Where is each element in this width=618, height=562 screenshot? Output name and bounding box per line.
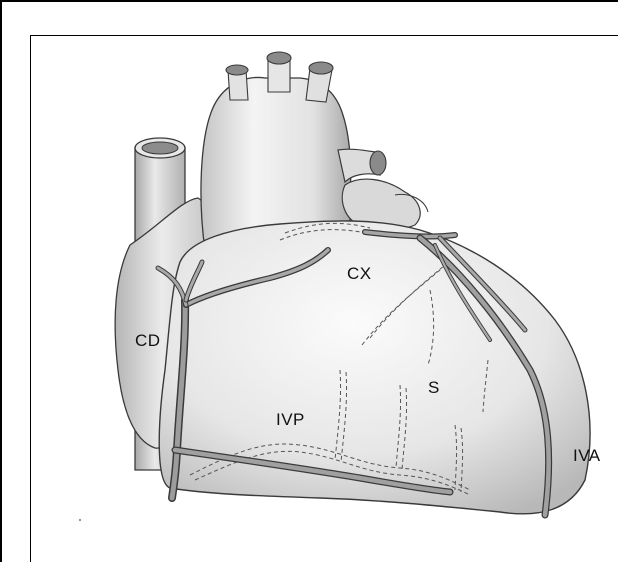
label-s: S <box>428 378 440 398</box>
label-cd: CD <box>135 331 161 351</box>
label-cx: CX <box>347 264 372 284</box>
pulmonary-artery <box>338 149 386 182</box>
aorta <box>201 52 351 250</box>
label-iva: IVA <box>573 446 601 466</box>
speck <box>79 519 81 521</box>
label-ivp: IVP <box>276 410 305 430</box>
